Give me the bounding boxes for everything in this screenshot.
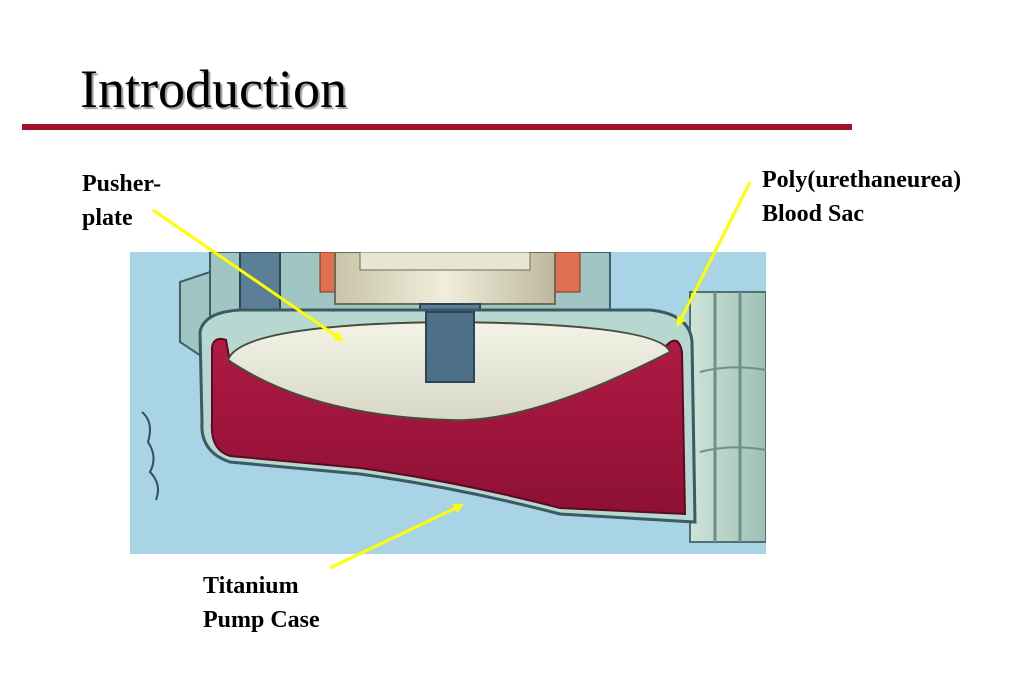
slide-title: Introduction — [80, 59, 347, 119]
pump-cutaway-illustration — [130, 252, 766, 554]
title-underline — [22, 124, 852, 130]
label-pusher-plate-line2: plate — [82, 205, 133, 231]
pusher-shaft — [425, 311, 475, 383]
label-pump-case: Titanium Pump Case — [203, 569, 320, 637]
label-pump-case-line1: Titanium — [203, 573, 299, 599]
artist-signature — [141, 411, 159, 501]
label-pump-case-line2: Pump Case — [203, 607, 320, 633]
label-blood-sac-line1: Poly(urethaneurea) — [762, 167, 962, 193]
outflow-port — [689, 291, 766, 543]
label-blood-sac: Poly(urethaneurea) Blood Sac — [762, 163, 961, 231]
label-pusher-plate-line1: Pusher- — [82, 171, 162, 197]
label-pusher-plate: Pusher- plate — [82, 167, 161, 235]
label-blood-sac-line2: Blood Sac — [762, 201, 865, 227]
